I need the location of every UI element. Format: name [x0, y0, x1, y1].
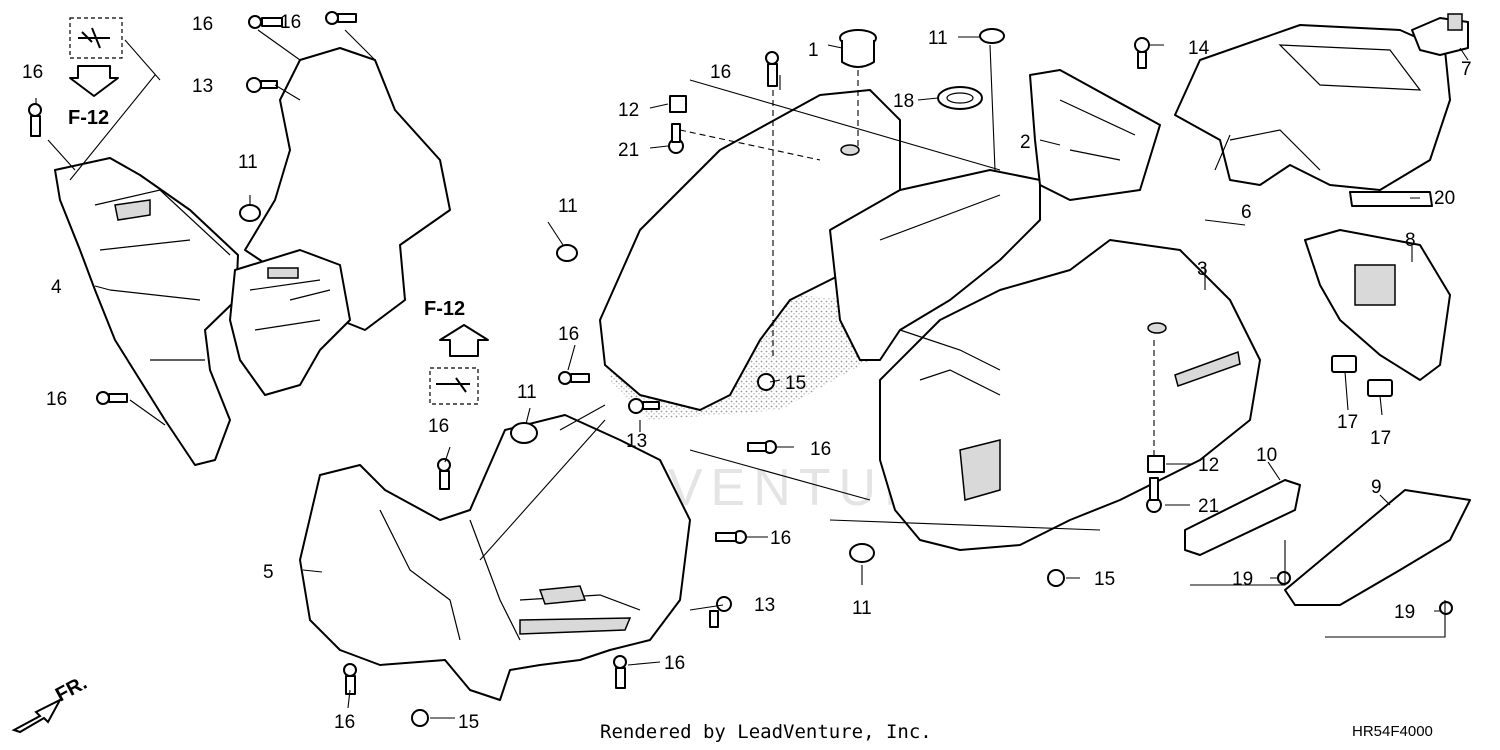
part-4-upper-panel[interactable]: [229, 47, 451, 396]
callout-14[interactable]: 14: [1188, 38, 1210, 59]
front-direction-indicator: FR.: [11, 672, 91, 734]
callout-16[interactable]: 16: [334, 712, 355, 733]
callout-17[interactable]: 17: [1370, 428, 1391, 449]
callout-11[interactable]: 11: [238, 152, 258, 173]
callout-15[interactable]: 15: [458, 712, 479, 733]
part-15-nut[interactable]: [411, 709, 429, 727]
callout-16[interactable]: 16: [428, 416, 449, 437]
fasteners: [28, 11, 1453, 727]
part-15-nut[interactable]: [757, 373, 775, 391]
part-13-bolt[interactable]: [246, 77, 278, 93]
leader-lines: [35, 29, 1469, 719]
callout-16[interactable]: 16: [192, 14, 213, 35]
part-16-clip[interactable]: [28, 103, 42, 137]
part-2-rear-bracket[interactable]: [1029, 69, 1161, 201]
callout-11[interactable]: 11: [558, 196, 578, 217]
diagram-code: HR54F4000: [1352, 723, 1433, 740]
part-11-grommet-left[interactable]: [239, 204, 261, 222]
callout-11[interactable]: 11: [928, 28, 948, 49]
callout-16[interactable]: 16: [22, 62, 43, 83]
part-16-clip[interactable]: [613, 655, 627, 689]
part-18-clamp[interactable]: [937, 86, 983, 110]
callout-16[interactable]: 16: [810, 439, 831, 460]
part-21-bolt[interactable]: [1146, 477, 1162, 513]
part-11-grommet-mid[interactable]: [556, 244, 578, 262]
callout-6[interactable]: 6: [1241, 202, 1252, 223]
part-16-clip[interactable]: [437, 458, 451, 490]
part-19-screw[interactable]: [1277, 571, 1291, 585]
callout-19[interactable]: 19: [1394, 602, 1415, 623]
part-17-pad-a[interactable]: [1331, 355, 1357, 373]
part-14-bolt[interactable]: [1134, 37, 1150, 69]
part-16-clip[interactable]: [96, 391, 128, 405]
part-1-grommet[interactable]: [839, 29, 877, 68]
part-5-right-inner-fender[interactable]: [299, 414, 691, 701]
callout-17[interactable]: 17: [1337, 412, 1358, 433]
callout-20[interactable]: 20: [1434, 188, 1455, 209]
part-13-bolt[interactable]: [709, 596, 732, 628]
callout-10[interactable]: 10: [1256, 445, 1277, 466]
part-20-strap[interactable]: [1349, 191, 1433, 207]
part-16-clip[interactable]: [248, 15, 283, 29]
callout-13[interactable]: 13: [754, 595, 775, 616]
part-19-screw[interactable]: [1439, 601, 1453, 615]
part-13-bolt[interactable]: [628, 398, 660, 414]
callout-16[interactable]: 16: [558, 324, 579, 345]
f12-top-label: F-12: [68, 107, 109, 129]
callout-16[interactable]: 16: [280, 12, 301, 33]
part-11-grommet-top[interactable]: [979, 28, 1005, 44]
callout-13[interactable]: 13: [192, 76, 213, 97]
section-ref-f12-mid[interactable]: F-12: [424, 298, 489, 405]
callout-3[interactable]: 3: [1197, 259, 1208, 280]
callout-16[interactable]: 16: [664, 653, 685, 674]
callout-11[interactable]: 11: [517, 382, 537, 403]
callout-21[interactable]: 21: [1198, 496, 1219, 517]
callout-11[interactable]: 11: [852, 598, 872, 619]
credit-text: Rendered by LeadVenture, Inc.: [600, 721, 932, 743]
part-17-pad-b[interactable]: [1367, 379, 1393, 397]
callout-2[interactable]: 2: [1020, 132, 1031, 153]
part-16-clip[interactable]: [715, 530, 747, 544]
callout-16[interactable]: 16: [710, 62, 731, 83]
part-12-nut[interactable]: [669, 95, 687, 113]
part-12-nut[interactable]: [1147, 455, 1165, 473]
callout-4[interactable]: 4: [51, 277, 62, 298]
section-ref-f12-top[interactable]: F-12: [68, 17, 123, 129]
callout-8[interactable]: 8: [1405, 230, 1416, 251]
callout-21[interactable]: 21: [618, 140, 639, 161]
callout-16[interactable]: 16: [770, 528, 791, 549]
part-15-nut[interactable]: [1047, 569, 1065, 587]
callout-19[interactable]: 19: [1232, 569, 1253, 590]
callout-9[interactable]: 9: [1371, 477, 1382, 498]
part-21-bolt[interactable]: [668, 123, 684, 154]
part-3-rear-fender[interactable]: [599, 89, 1261, 551]
callout-5[interactable]: 5: [263, 562, 274, 583]
part-9-lower-guard[interactable]: [1284, 489, 1471, 606]
part-8-rear-inner-bracket[interactable]: [1304, 229, 1451, 381]
part-16-clip[interactable]: [343, 663, 357, 695]
callout-7[interactable]: 7: [1461, 59, 1472, 80]
part-16-clip[interactable]: [558, 371, 590, 385]
callout-16[interactable]: 16: [46, 389, 67, 410]
part-11-grommet-front[interactable]: [510, 422, 538, 444]
part-16-clip[interactable]: [325, 11, 357, 25]
part-11-grommet-bottom[interactable]: [849, 543, 875, 563]
callout-1[interactable]: 1: [808, 40, 819, 61]
callouts: 16 16 16 13 11 4 16 1 16 12 21 11 16 11 …: [22, 12, 1472, 733]
callout-15[interactable]: 15: [785, 373, 806, 394]
callout-12[interactable]: 12: [1198, 455, 1219, 476]
part-16-clip[interactable]: [747, 440, 777, 454]
part-6-rear-cover[interactable]: [1174, 24, 1451, 191]
callout-12[interactable]: 12: [618, 100, 639, 121]
callout-15[interactable]: 15: [1094, 569, 1115, 590]
part-10-step-plate[interactable]: [1184, 479, 1301, 556]
f12-mid-label: F-12: [424, 298, 465, 320]
callout-13[interactable]: 13: [626, 431, 647, 452]
callout-18[interactable]: 18: [893, 91, 914, 112]
part-16-clip[interactable]: [765, 51, 779, 87]
part-7-clip[interactable]: [1411, 13, 1469, 56]
part-4-left-inner-fender[interactable]: [54, 157, 239, 466]
